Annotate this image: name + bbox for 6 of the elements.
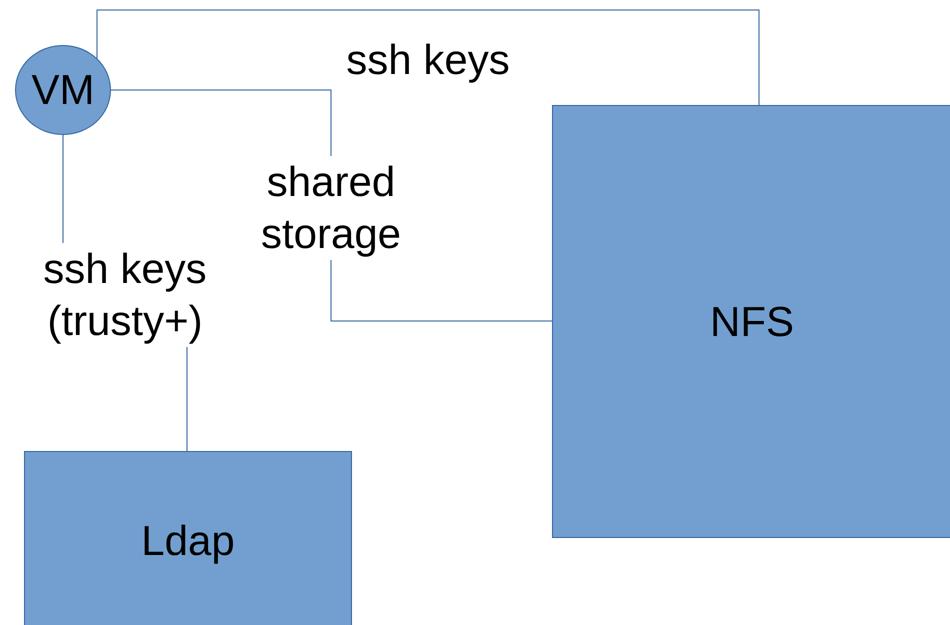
node-label: VM	[32, 66, 94, 114]
storage-box	[552, 105, 950, 538]
server-box	[24, 451, 352, 625]
node-label: NFS	[710, 298, 794, 346]
node-label: Ldap	[141, 517, 235, 565]
connector-line	[96, 10, 760, 106]
